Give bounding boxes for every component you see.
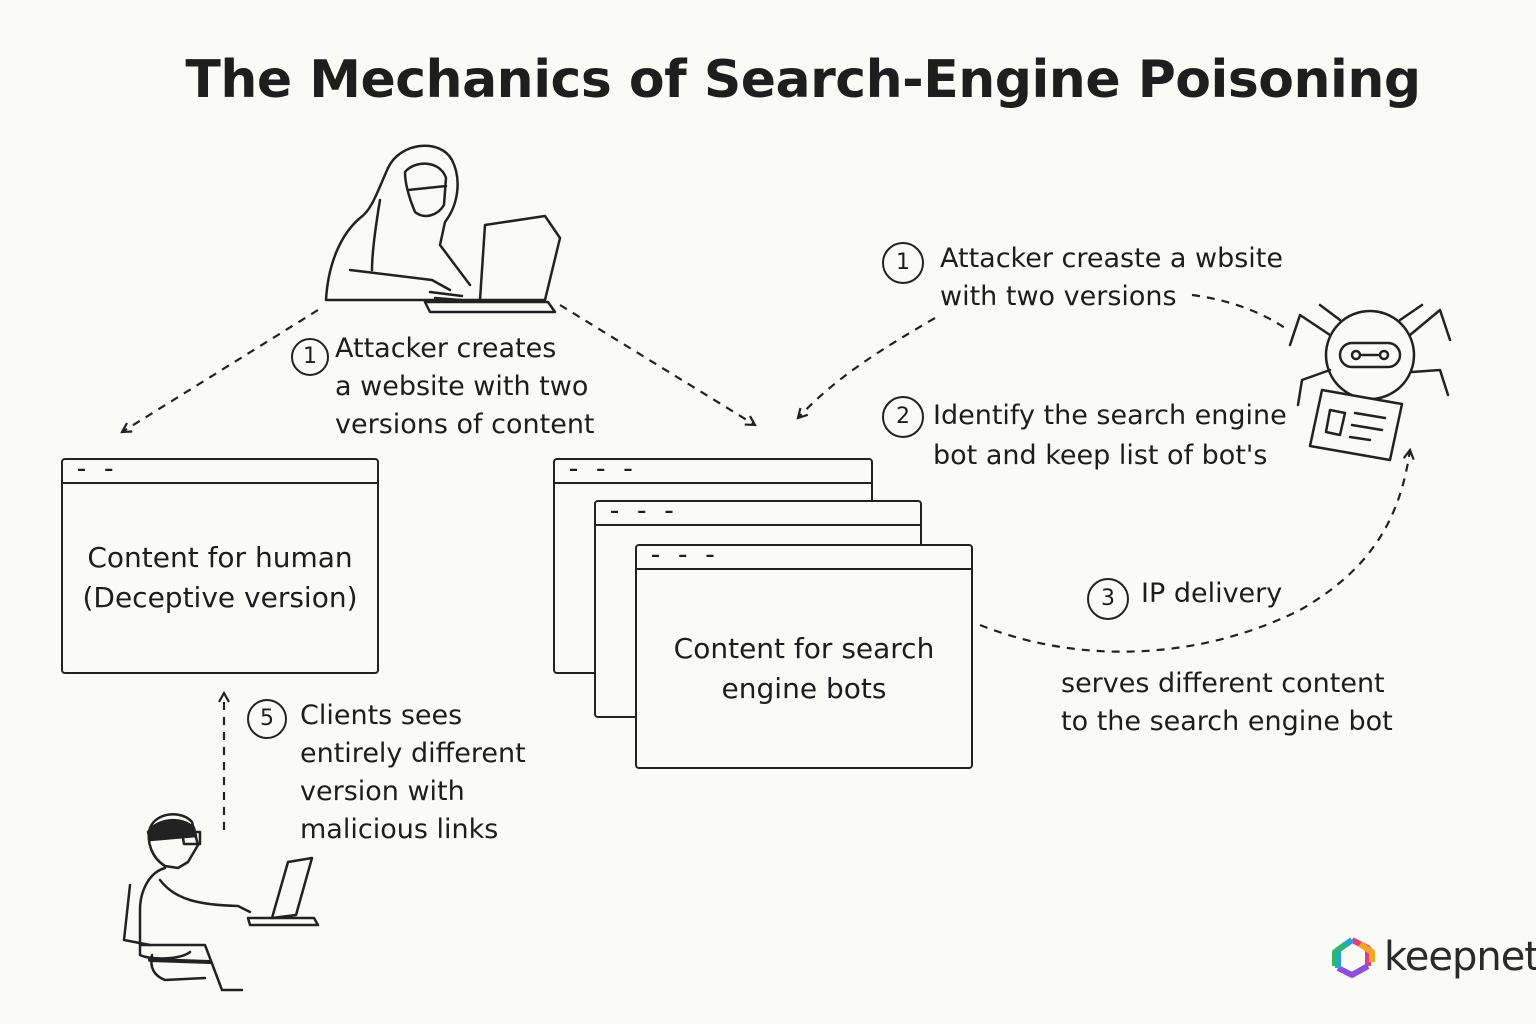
text-line: version with <box>300 776 465 807</box>
text-line: serves different content <box>1061 668 1385 699</box>
text-line: with two versions <box>940 281 1177 312</box>
text-line: engine bots <box>721 671 887 705</box>
arrow-ip-delivery-to-bot <box>979 450 1410 653</box>
arrow-attacker-to-human-page <box>122 309 319 432</box>
human-content-window: – – Content for human (Deceptive version… <box>61 458 379 674</box>
step5-text: Clients sees entirely different version … <box>300 697 526 849</box>
text-line: to the search engine bot <box>1061 706 1393 737</box>
window-tab-marks: – – – <box>651 545 721 566</box>
window-title-bar: – – – <box>637 546 971 570</box>
text-line: bot and keep list of bot's <box>933 440 1268 471</box>
text-line: Attacker creates <box>335 333 557 364</box>
keepnet-logo: keepnet <box>1380 934 1536 980</box>
step1-right-text: Attacker creaste a wbsite with two versi… <box>940 240 1283 316</box>
text-line: a website with two <box>335 371 589 402</box>
bot-content-window-front: – – – Content for search engine bots <box>635 544 973 769</box>
spider-bot-icon <box>1288 303 1452 462</box>
logo-text: keepnet <box>1384 934 1536 980</box>
step-number-badge: 2 <box>882 396 924 438</box>
text-line: entirely different <box>300 738 526 769</box>
step-number-badge: 3 <box>1087 578 1129 620</box>
step-number-badge: 1 <box>882 242 924 284</box>
text-line: malicious links <box>300 814 499 845</box>
step3-description: serves different content to the search e… <box>1061 665 1393 741</box>
client-user-icon <box>122 813 320 992</box>
text-line: Content for search <box>673 631 935 665</box>
window-body: Content for human (Deceptive version) <box>63 484 377 672</box>
window-body: Content for search engine bots <box>637 570 971 767</box>
hooded-attacker-icon <box>324 144 562 314</box>
window-title-bar: – – <box>63 460 377 484</box>
window-tab-marks: – – <box>77 459 120 480</box>
window-title-bar: – – – <box>555 460 871 484</box>
text-line: (Deceptive version) <box>82 581 358 614</box>
text-line: versions of content <box>335 409 595 440</box>
step-number-badge: 1 <box>291 338 329 376</box>
keepnet-logo-icon <box>1332 937 1375 978</box>
text-line: Attacker creaste a wbsite <box>940 243 1283 274</box>
text-line: Identify the search engine <box>933 400 1287 431</box>
window-tab-marks: – – – <box>610 501 680 522</box>
window-title-bar: – – – <box>596 502 920 526</box>
step2-text: Identify the search engine bot and keep … <box>933 396 1287 476</box>
dashed-line-bot-to-step1 <box>1191 293 1289 331</box>
step3-label: IP delivery <box>1141 578 1283 609</box>
arrow-step1-to-bot-pages <box>798 317 936 418</box>
text-line: Clients sees <box>300 700 463 731</box>
page-title: The Mechanics of Search-Engine Poisoning <box>185 50 1421 110</box>
step-number-badge: 5 <box>247 699 287 739</box>
step1-left-text: Attacker creates a website with two vers… <box>335 330 595 444</box>
text-line: Content for human <box>87 541 353 574</box>
window-tab-marks: – – – <box>569 459 639 480</box>
